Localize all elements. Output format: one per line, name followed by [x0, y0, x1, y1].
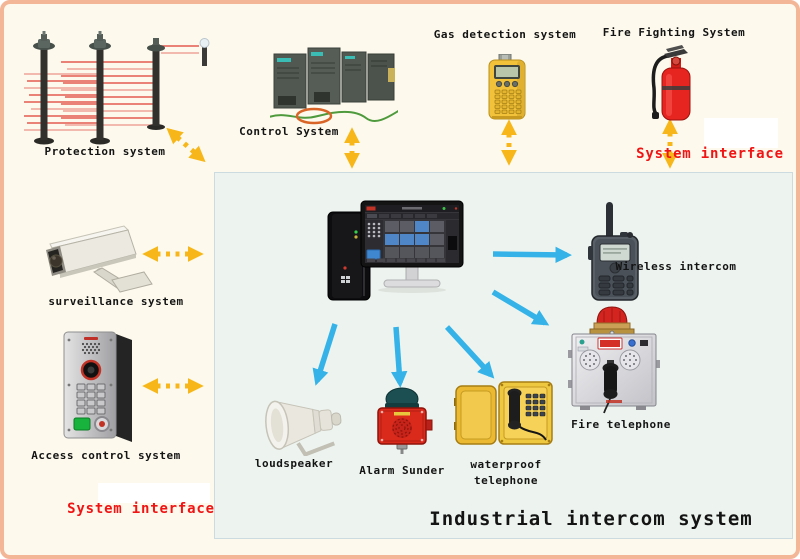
link-protection-system: [166, 127, 206, 163]
green-cable: [270, 110, 398, 122]
wireless-intercom-image: [588, 202, 639, 301]
fire-telephone-label: Fire telephone: [571, 418, 671, 431]
alarm-sounder-image: [377, 387, 433, 454]
detector-pole: [147, 38, 165, 130]
connection-arrows-layer: [142, 118, 679, 395]
screen-toolbar: [367, 258, 445, 262]
fire-fighting-label: Fire Fighting System: [602, 26, 746, 39]
link-waterproof-telephone: [444, 325, 495, 379]
surveillance-system-label: surveillance system: [48, 295, 184, 308]
access-control-label: Access control system: [31, 449, 181, 462]
screen-keypad: [367, 222, 381, 238]
phone-keypad: [525, 393, 546, 417]
screen-extension-grid: [385, 221, 444, 258]
surveillance-camera-image: [46, 225, 153, 293]
intercom-system-panel: [214, 172, 793, 539]
detector-keypad: [494, 89, 522, 114]
detector-pole: [33, 31, 55, 145]
white-backdrop-top: [704, 118, 778, 148]
link-wireless-intercom: [492, 246, 572, 264]
cabinet-grilles: [579, 349, 641, 371]
link-loudspeaker: [312, 323, 338, 386]
orange-cable-loop: [295, 107, 333, 125]
lamp-pole: [199, 38, 210, 66]
laser-beams: [24, 45, 199, 131]
detector-pole: [89, 31, 111, 145]
control-system-label: Control System: [239, 125, 339, 138]
waterproof-telephone-image: [454, 381, 553, 445]
protection-system-image: [24, 31, 210, 145]
control-system-image: [270, 47, 398, 125]
dispatch-monitor-image: [360, 200, 464, 293]
link-fire-telephone: [491, 289, 550, 326]
link-alarm-sounder: [390, 326, 408, 388]
gas-detection-label: Gas detection system: [433, 28, 577, 41]
system-interface-bottom-label: System interface: [67, 501, 215, 517]
dispatch-pc-tower-image: [327, 211, 371, 301]
waterproof-line1: waterproof: [470, 458, 542, 471]
fire-telephone-image: [568, 306, 660, 414]
loudspeaker-label: loudspeaker: [254, 457, 334, 470]
gas-detector-image: [488, 54, 526, 120]
speaker-grille: [81, 342, 101, 355]
waterproof-telephone-label: waterproof telephone: [470, 457, 541, 489]
diagram-title: Industrial intercom system: [429, 508, 753, 530]
panel-screws: [67, 338, 113, 432]
intercom-keypad: [598, 275, 634, 296]
waterproof-line2: telephone: [473, 474, 539, 487]
loudspeaker-image: [265, 400, 342, 456]
alarm-sounder-label: Alarm Sunder: [359, 464, 445, 477]
fire-extinguisher-image: [651, 45, 691, 121]
white-backdrop-bottom: [98, 483, 210, 503]
green-open-button: [73, 417, 91, 431]
system-interface-top-label: System interface: [636, 146, 784, 162]
wireless-intercom-label: Wireless intercom: [615, 260, 737, 273]
access-control-image: [63, 331, 132, 442]
protection-system-label: Protection system: [44, 145, 166, 158]
keypad: [76, 383, 106, 415]
